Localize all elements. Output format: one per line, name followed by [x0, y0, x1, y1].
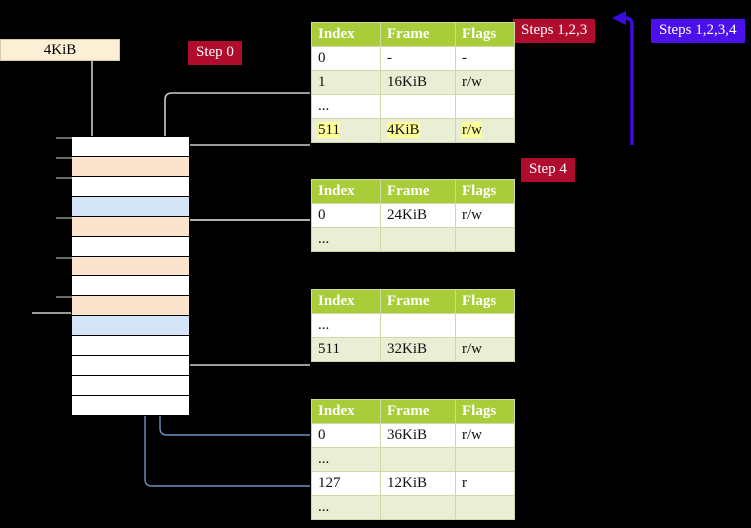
column-header-flags: Flags — [455, 22, 515, 47]
table-cell-frame — [380, 313, 456, 338]
memory-tick-mark — [56, 176, 72, 179]
memory-frame-row — [72, 236, 189, 257]
table-cell-index: 0 — [311, 203, 381, 228]
memory-frame-row — [72, 176, 189, 197]
table-cell-frame: 16KiB — [380, 70, 456, 95]
table-cell-flags: - — [455, 46, 515, 71]
column-header-index: Index — [311, 179, 381, 204]
column-header-index: Index — [311, 22, 381, 47]
steps123-label: Steps 1,2,3 — [521, 22, 588, 38]
column-header-frame: Frame — [380, 289, 456, 314]
memory-frame-row — [72, 395, 189, 416]
step0-label: Step 0 — [196, 44, 234, 60]
table-cell-index: ... — [311, 94, 381, 119]
physical-memory-column — [56, 136, 190, 416]
column-header-flags: Flags — [455, 179, 515, 204]
steps1234-label: Steps 1,2,3,4 — [659, 22, 737, 38]
column-header-frame: Frame — [380, 22, 456, 47]
table-cell-flags: r/w — [455, 337, 515, 362]
table-cell-frame — [380, 447, 456, 472]
table-cell-flags — [455, 313, 515, 338]
table-cell-frame: 12KiB — [380, 471, 456, 496]
memory-tick-mark — [56, 296, 72, 299]
table-cell-frame — [380, 227, 456, 252]
table-cell-index: 511 — [311, 337, 381, 362]
table-cell-index: ... — [311, 447, 381, 472]
table-row[interactable]: ... — [311, 447, 515, 472]
step4-label: Step 4 — [529, 161, 567, 177]
memory-tick-mark — [56, 156, 72, 159]
frame-size-bar: 4KiB — [0, 39, 120, 61]
memory-frame-row — [72, 336, 189, 357]
table-cell-index: 0 — [311, 423, 381, 448]
column-header-frame: Frame — [380, 179, 456, 204]
table-row[interactable]: ... — [311, 227, 515, 252]
column-header-flags: Flags — [455, 399, 515, 424]
table-cell-frame: 24KiB — [380, 203, 456, 228]
memory-frame-row — [72, 296, 189, 317]
memory-frame-row — [72, 137, 189, 157]
table-cell-index: ... — [311, 227, 381, 252]
steps123-badge: Steps 1,2,3 — [513, 19, 596, 43]
column-header-flags: Flags — [455, 289, 515, 314]
memory-tick-mark — [56, 216, 72, 219]
table-cell-index: ... — [311, 313, 381, 338]
table-cell-frame: 4KiB — [380, 118, 456, 143]
table-row[interactable]: 0-- — [311, 46, 515, 71]
table-cell-flags — [455, 447, 515, 472]
table-cell-frame: - — [380, 46, 456, 71]
table-cell-flags — [455, 495, 515, 520]
memory-frame-row — [72, 316, 189, 337]
table-cell-flags: r — [455, 471, 515, 496]
table-cell-flags: r/w — [455, 423, 515, 448]
column-header-index: Index — [311, 289, 381, 314]
memory-frame-row — [72, 156, 189, 177]
memory-frame-row — [72, 376, 189, 396]
memory-tick-mark — [56, 137, 72, 139]
table-cell-frame: 32KiB — [380, 337, 456, 362]
table-cell-frame: 36KiB — [380, 423, 456, 448]
table-cell-flags — [455, 227, 515, 252]
table-cell-frame — [380, 94, 456, 119]
memory-frame-row — [72, 196, 189, 217]
table-row[interactable]: ... — [311, 94, 515, 119]
memory-tick-mark — [56, 256, 72, 259]
step0-badge: Step 0 — [188, 41, 242, 65]
table-cell-flags: r/w — [455, 70, 515, 95]
column-header-index: Index — [311, 399, 381, 424]
table-cell-frame — [380, 495, 456, 520]
table-cell-index: 511 — [311, 118, 381, 143]
frame-size-label: 4KiB — [43, 41, 77, 58]
steps1234-badge: Steps 1,2,3,4 — [651, 19, 745, 43]
table-cell-index: 1 — [311, 70, 381, 95]
column-header-frame: Frame — [380, 399, 456, 424]
memory-frame-row — [72, 216, 189, 237]
table-cell-flags: r/w — [455, 203, 515, 228]
step4-badge: Step 4 — [521, 158, 575, 182]
table-cell-index: 0 — [311, 46, 381, 71]
memory-frame-row — [72, 256, 189, 277]
table-row[interactable]: ... — [311, 495, 515, 520]
table-cell-index: ... — [311, 495, 381, 520]
table-cell-index: 127 — [311, 471, 381, 496]
table-cell-flags — [455, 94, 515, 119]
memory-frame-row — [72, 276, 189, 297]
table-row[interactable]: ... — [311, 313, 515, 338]
table-cell-flags: r/w — [455, 118, 515, 143]
memory-frame-row — [72, 356, 189, 377]
